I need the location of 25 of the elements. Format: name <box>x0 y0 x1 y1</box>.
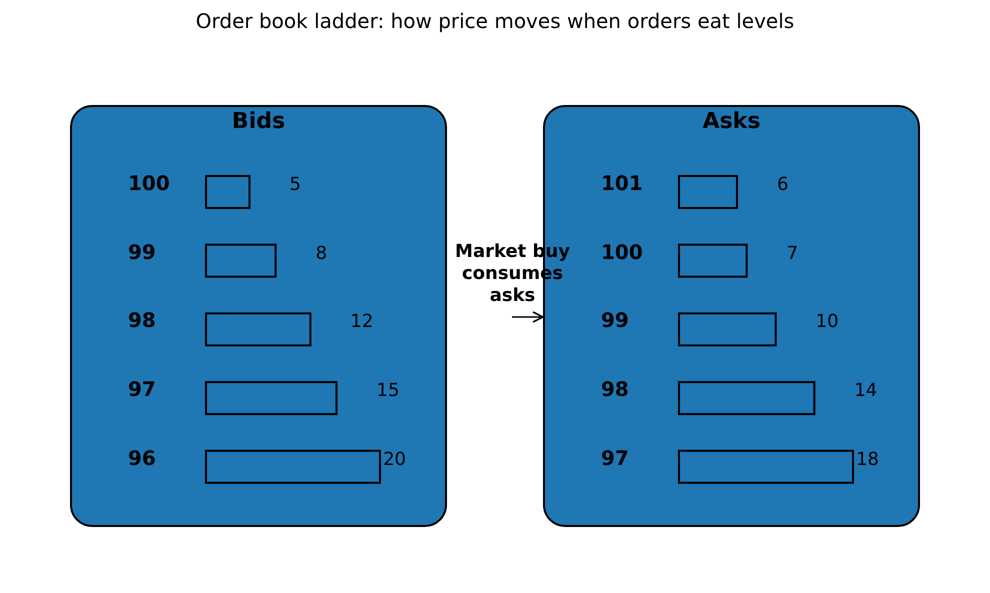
arrow <box>512 311 544 323</box>
panel <box>70 105 447 527</box>
value-label: 5 <box>290 174 301 196</box>
value-label: 12 <box>350 311 374 334</box>
value-label: 7 <box>786 242 798 265</box>
value-label: 14 <box>854 380 878 402</box>
category-label: 99 <box>128 240 156 264</box>
value-label: 8 <box>316 242 328 265</box>
panel-title: Asks <box>702 109 760 134</box>
category-label: 99 <box>601 308 629 332</box>
category-label: 97 <box>128 377 156 402</box>
category-label: 98 <box>128 308 156 332</box>
diagram-title: Order book ladder: how price moves when orders eat levels <box>196 9 794 33</box>
category-label: 98 <box>601 377 629 402</box>
category-label: 96 <box>128 446 156 470</box>
value-label: 10 <box>816 311 839 334</box>
category-label: 97 <box>601 446 629 470</box>
category-label: 100 <box>601 240 643 264</box>
value-label: 15 <box>376 380 400 402</box>
panel-title: Bids <box>232 109 286 134</box>
value-label: 18 <box>856 448 879 471</box>
category-label: 101 <box>601 171 643 195</box>
value-label: 6 <box>777 174 788 196</box>
value-label: 20 <box>383 448 406 471</box>
category-label: 100 <box>128 171 170 195</box>
